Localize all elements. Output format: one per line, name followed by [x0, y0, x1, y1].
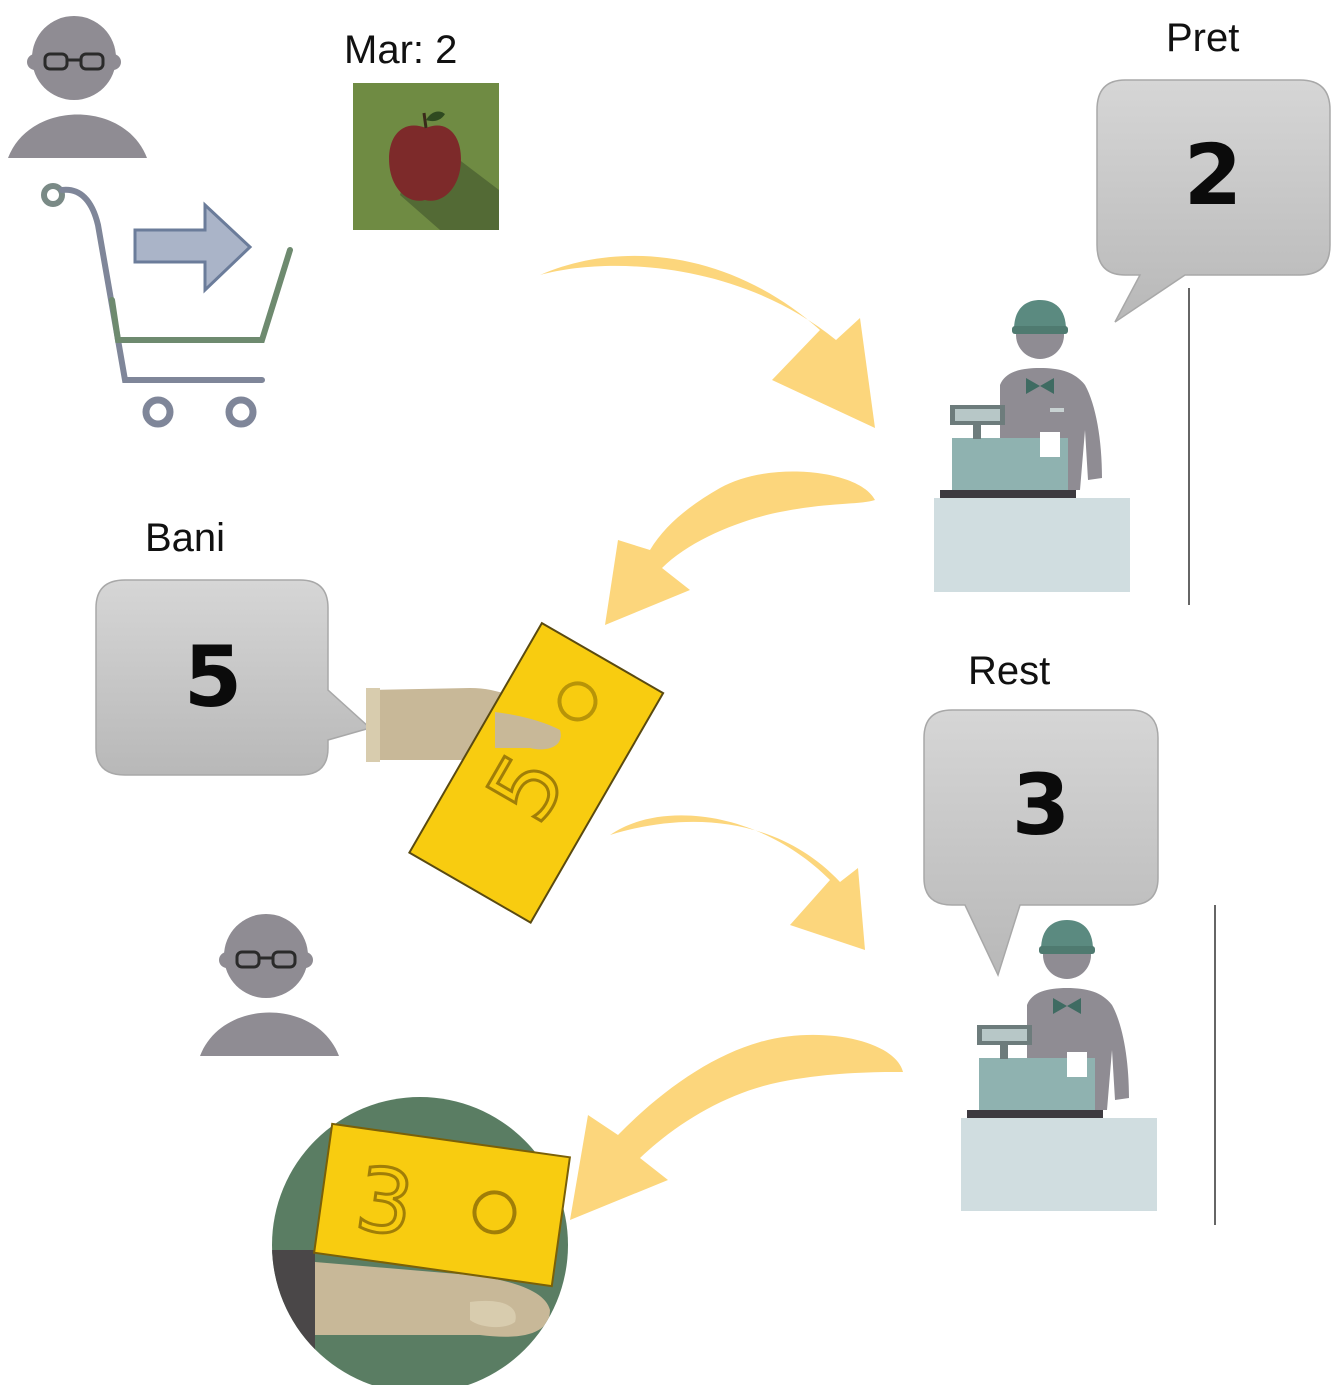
flow-arrow-pay [610, 815, 865, 950]
customer-icon-2 [200, 914, 339, 1056]
change-ticket-icon: 3 [312, 1122, 572, 1288]
cashier-icon [934, 300, 1130, 592]
price-label: Pret [1166, 16, 1240, 60]
shopping-cart-icon [41, 183, 293, 428]
hand-fingers [495, 712, 561, 750]
flow-arrow-price-back [605, 471, 875, 625]
change-label: Rest [968, 649, 1051, 693]
change-speech-bubble [923, 709, 1159, 978]
paid-ticket-icon: 5 [408, 621, 665, 924]
customer-icon [8, 16, 147, 158]
price-speech-bubble [1096, 79, 1331, 323]
cashier-icon-2 [961, 920, 1157, 1211]
change-value: 3 [1012, 756, 1070, 854]
money-speech-bubble [95, 579, 372, 776]
money-label: Bani [145, 516, 226, 560]
price-value: 2 [1184, 126, 1242, 224]
flow-arrow-change-back [570, 1034, 903, 1220]
money-value: 5 [184, 628, 242, 726]
hand-thumb [470, 1300, 516, 1328]
flow-arrow-to-cashier [540, 255, 875, 428]
right-arrow-icon [133, 201, 253, 294]
apple-icon [353, 83, 499, 230]
fruit-count-label: Mar: 2 [344, 28, 458, 72]
